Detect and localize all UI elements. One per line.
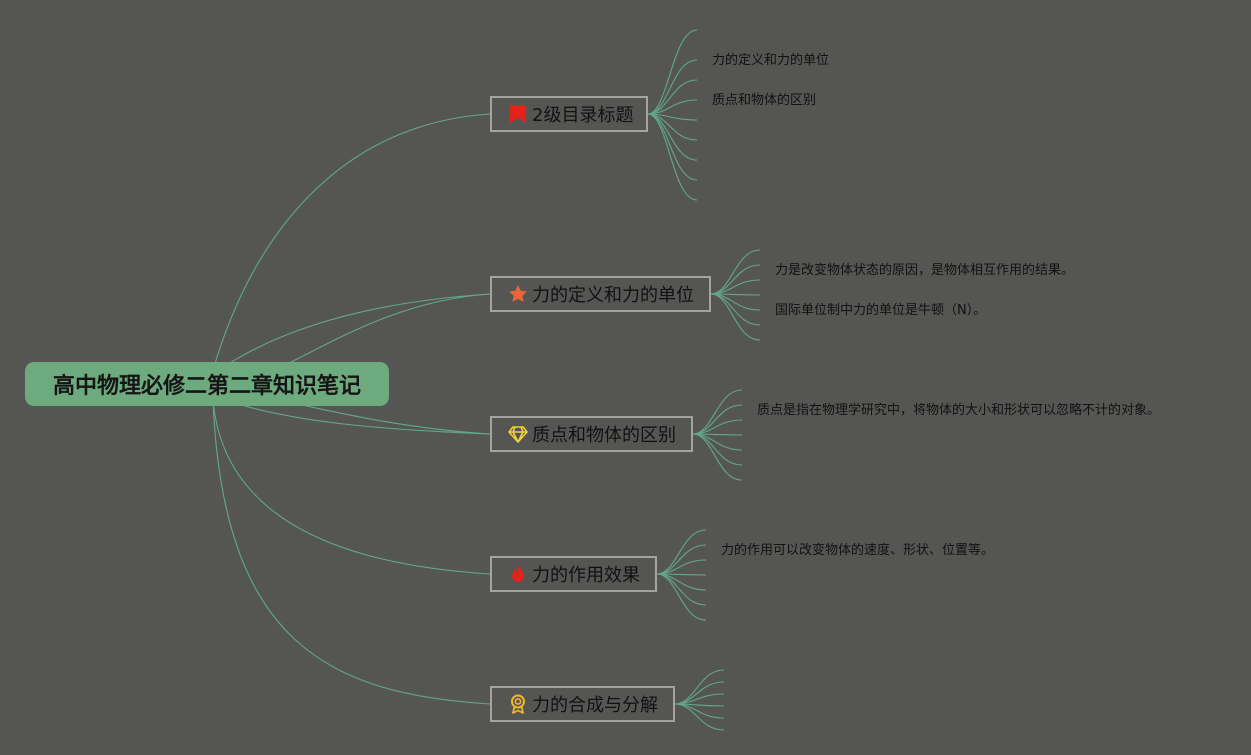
branch-particle-vs-object[interactable]: 质点和物体的区别 [490, 416, 693, 452]
leaf-node[interactable]: 力的作用可以改变物体的速度、形状、位置等。 [721, 543, 995, 558]
root-to-branch-line [212, 113, 491, 371]
branch-to-leaf-line [647, 113, 698, 161]
branch-label: 力的合成与分解 [532, 695, 658, 716]
branch-label: 质点和物体的区别 [532, 425, 676, 446]
star-icon [508, 284, 528, 304]
root-topic[interactable]: 高中物理必修二第二章知识笔记 [25, 362, 389, 406]
root-to-branch-line [224, 399, 491, 435]
branch-to-leaf-line [647, 113, 698, 181]
leaf-node[interactable]: 力的定义和力的单位 [712, 53, 830, 68]
branch-to-leaf-line [710, 293, 761, 341]
root-to-branch-line [212, 399, 491, 705]
fire-icon [508, 564, 528, 584]
branch-force-composition[interactable]: 力的合成与分解 [490, 686, 675, 722]
leaf-node[interactable]: 质点是指在物理学研究中，将物体的大小和形状可以忽略不计的对象。 [757, 403, 1161, 418]
medal-icon [508, 694, 528, 714]
leaf-node[interactable]: 国际单位制中力的单位是牛顿（N）。 [775, 303, 987, 318]
branch-force-definition[interactable]: 力的定义和力的单位 [490, 276, 711, 312]
leaf-node[interactable]: 力是改变物体状态的原因，是物体相互作用的结果。 [775, 263, 1075, 278]
branch-to-leaf-line [647, 113, 698, 201]
root-to-branch-line [212, 399, 491, 575]
red-flag-icon [508, 104, 528, 124]
branch-label: 力的定义和力的单位 [532, 285, 694, 306]
branch-force-effects[interactable]: 力的作用效果 [490, 556, 657, 592]
root-title: 高中物理必修二第二章知识笔记 [52, 374, 361, 399]
leaf-node[interactable]: 质点和物体的区别 [712, 93, 817, 108]
branch-toc-title[interactable]: 2级目录标题 [490, 96, 648, 132]
branch-to-leaf-line [647, 29, 698, 115]
branch-label: 2级目录标题 [532, 105, 634, 126]
branch-to-leaf-line [656, 529, 707, 575]
branch-to-leaf-line [647, 99, 698, 115]
branch-to-leaf-line [647, 79, 698, 115]
branch-label: 力的作用效果 [532, 565, 640, 586]
branch-to-leaf-line [710, 249, 761, 295]
branch-to-leaf-line [674, 703, 725, 731]
branch-to-leaf-line [692, 433, 743, 481]
branch-to-leaf-line [692, 389, 743, 435]
root-to-branch-line [224, 293, 491, 367]
branch-to-leaf-line [656, 573, 707, 621]
diamond-icon [508, 424, 528, 444]
